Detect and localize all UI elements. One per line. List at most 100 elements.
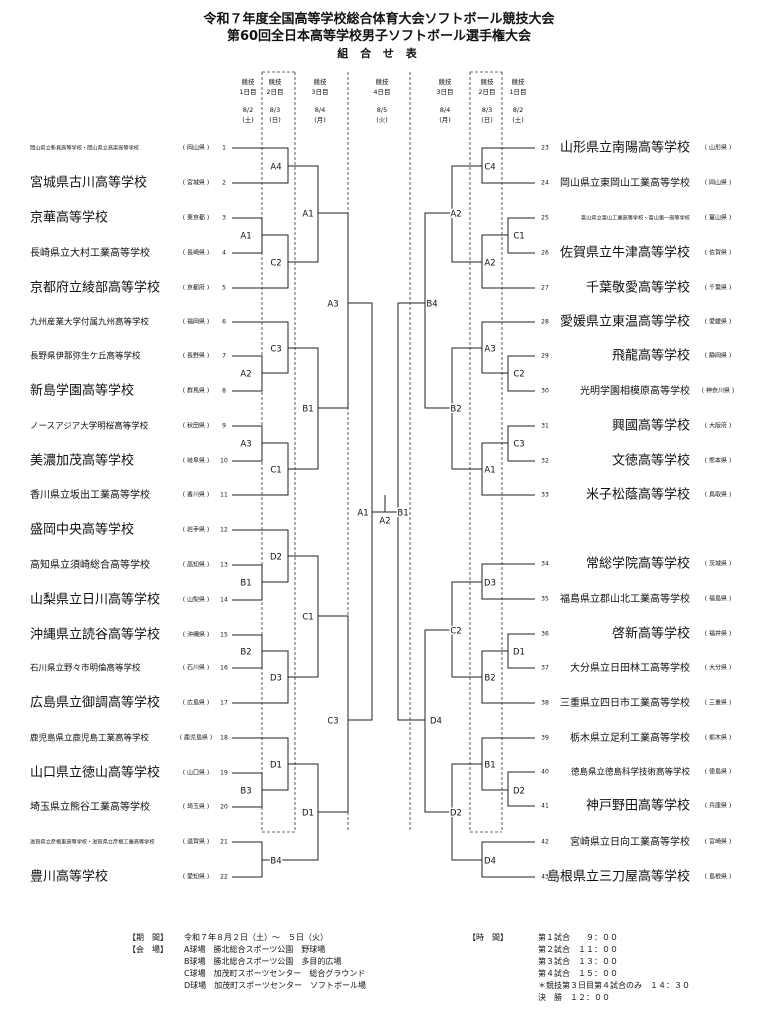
- right-team-number: 39: [541, 735, 549, 742]
- left-team-name: 沖縄県立読谷高等学校: [30, 627, 160, 643]
- bracket-line-left: [318, 212, 349, 409]
- day-header-dow: (土): [512, 115, 524, 124]
- bracket-line-left: [232, 564, 263, 601]
- time-game-4: 第４試合 １５：００: [538, 969, 618, 978]
- left-team-number: 11: [220, 492, 228, 499]
- left-team-prefecture: ( 群馬県 ): [183, 387, 210, 395]
- left-team-number: 19: [220, 770, 228, 777]
- day-header-dow: (火): [376, 116, 388, 124]
- right-team-number: 29: [541, 353, 549, 360]
- match-code-label: A3: [484, 345, 495, 355]
- left-team-prefecture: ( 広島県 ): [183, 699, 210, 707]
- left-team-prefecture: ( 岐阜県 ): [183, 457, 210, 465]
- right-team-prefecture: ( 静岡県 ): [705, 352, 732, 360]
- day-header-line2: 1日目: [509, 88, 526, 96]
- day-header-dow: (土): [242, 115, 254, 124]
- day-header-line2: 3日目: [311, 88, 328, 96]
- left-team-number: 22: [220, 874, 228, 881]
- day-header-line2: 4日目: [373, 88, 390, 96]
- match-code-label: B1: [302, 405, 313, 415]
- right-team-name: 福島県立郡山北工業高等学校: [560, 592, 690, 605]
- right-team-prefecture: ( 岡山県 ): [705, 179, 732, 187]
- bracket-line-left: [232, 425, 263, 462]
- bracket-line-left: [232, 634, 263, 669]
- bracket-line-right: [481, 841, 535, 878]
- left-team-number: 14: [220, 597, 228, 604]
- bracket-line-right: [451, 347, 482, 470]
- match-code-label: D1: [302, 809, 314, 819]
- match-code-label: C4: [484, 163, 495, 173]
- bracket-heading: 組 合 せ 表: [337, 47, 421, 60]
- day-header-line1: 競技: [481, 77, 495, 86]
- right-team-name: 米子松蔭高等学校: [586, 487, 690, 503]
- left-team-prefecture: ( 香川県 ): [183, 491, 210, 499]
- bracket-line-right: [481, 442, 535, 496]
- match-code-label: B4: [426, 300, 437, 310]
- right-team-prefecture: ( 神奈川県 ): [702, 387, 735, 395]
- match-code-label: A3: [240, 440, 251, 450]
- match-code-label: A1: [357, 509, 368, 519]
- bracket-line-left: [232, 650, 289, 704]
- match-code-label: A2: [379, 517, 390, 527]
- left-team-name: ノースアジア大学明桜高等学校: [30, 421, 149, 432]
- right-team-prefecture: ( 大分県 ): [705, 664, 732, 672]
- match-code-label: D4: [484, 857, 496, 867]
- right-team-name: 常総学院高等学校: [586, 556, 690, 572]
- left-team-number: 8: [222, 388, 226, 395]
- tournament-subtitle: 第60回全日本高等学校男子ソフトボール選手権大会: [226, 29, 532, 44]
- bracket-line-left: [232, 772, 263, 808]
- match-code-label: B3: [240, 787, 251, 797]
- venue-a: A球場 勝北総合スポーツ公園 野球場: [184, 945, 326, 954]
- right-team-prefecture: ( 兵庫県 ): [705, 802, 732, 810]
- bracket-line-right: [424, 212, 452, 409]
- right-team-name: 愛媛県立東温高等学校: [560, 314, 690, 330]
- left-team-name: 長野県伊那弥生ケ丘高等学校: [30, 351, 141, 362]
- right-team-prefecture: ( 鳥取県 ): [705, 491, 732, 499]
- right-team-number: 24: [541, 180, 549, 187]
- left-team-prefecture: ( 高知県 ): [183, 561, 210, 569]
- match-code-label: C2: [270, 259, 281, 269]
- venue-d: D球場 加茂町スポーツセンター ソフトボール場: [184, 981, 366, 990]
- bracket-line-right: [397, 302, 425, 721]
- right-team-number: 31: [541, 423, 549, 430]
- match-code-label: C2: [513, 370, 524, 380]
- day-header-line1: 競技: [242, 77, 256, 86]
- left-team-number: 9: [222, 423, 226, 430]
- right-team-number: 28: [541, 319, 549, 326]
- tournament-title: 令和７年度全国高等学校総合体育大会ソフトボール競技大会: [203, 12, 555, 27]
- right-team-number: 36: [541, 631, 549, 638]
- left-team-prefecture: ( 東京都 ): [183, 214, 210, 222]
- left-team-name: 香川県立坂出工業高等学校: [30, 488, 150, 501]
- day-header-date: 8/3: [482, 106, 492, 114]
- match-code-label: A3: [327, 300, 338, 310]
- left-team-number: 15: [220, 632, 228, 639]
- match-code-label: A2: [240, 370, 251, 380]
- right-team-name: 光明学園相模原高等学校: [580, 384, 690, 397]
- right-team-number: 43: [541, 874, 549, 881]
- left-team-number: 7: [222, 353, 226, 360]
- left-team-prefecture: ( 京都府 ): [183, 284, 210, 292]
- match-code-label: A2: [484, 259, 495, 269]
- left-team-name: 京華高等学校: [30, 210, 108, 226]
- match-code-label: B2: [484, 674, 495, 684]
- period-value: 令和７年８月２日（土）～ ５日（火）: [184, 933, 328, 942]
- day-header-line2: 2日目: [478, 88, 495, 96]
- left-team-prefecture: ( 長野県 ): [183, 352, 210, 360]
- bracket-line-right: [424, 629, 452, 813]
- left-team-name: 埼玉県立熊谷工業高等学校: [30, 800, 150, 813]
- bracket-line-right: [481, 147, 535, 184]
- left-team-name: 新島学園高等学校: [30, 383, 134, 399]
- right-team-prefecture: ( 茨城県 ): [705, 560, 732, 568]
- left-team-name: 高知県立須崎総合高等学校: [30, 558, 150, 571]
- left-team-name: 滋賀県立彦根東高等学校・滋賀県立彦根工業高等学校: [30, 838, 155, 846]
- right-team-number: 34: [541, 561, 549, 568]
- right-team-prefecture: ( 大阪府 ): [705, 422, 732, 430]
- match-code-label: C2: [450, 627, 461, 637]
- left-team-number: 21: [220, 839, 228, 846]
- right-team-name: 文徳高等学校: [612, 453, 690, 469]
- right-team-number: 38: [541, 700, 549, 707]
- venue-label: 【会 場】: [128, 945, 168, 954]
- bracket-line-right: [451, 581, 482, 678]
- venue-c: C球場 加茂町スポーツセンター 総合グラウンド: [184, 969, 366, 978]
- left-team-prefecture: ( 愛知県 ): [183, 873, 210, 881]
